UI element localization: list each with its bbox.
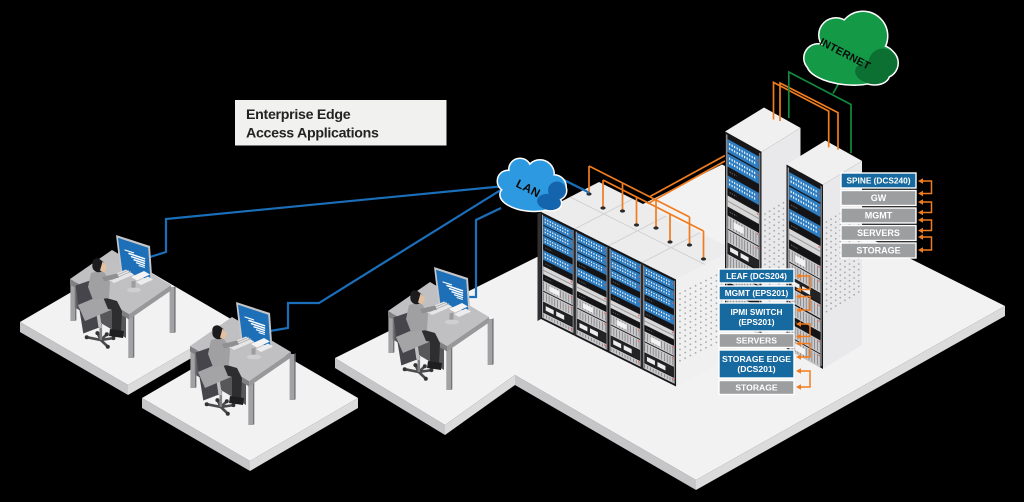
svg-text:MGMT: MGMT — [865, 211, 893, 221]
svg-text:IPMI SWITCH: IPMI SWITCH — [730, 307, 782, 317]
svg-text:STORAGE EDGE: STORAGE EDGE — [722, 354, 791, 364]
svg-text:SERVERS: SERVERS — [736, 336, 777, 346]
svg-text:Access Applications: Access Applications — [246, 126, 379, 142]
svg-text:STORAGE: STORAGE — [735, 383, 778, 393]
svg-text:Enterprise Edge: Enterprise Edge — [246, 107, 351, 123]
svg-text:(DCS201): (DCS201) — [737, 364, 775, 374]
svg-text:(EPS201): (EPS201) — [739, 317, 775, 327]
svg-text:MGMT (EPS201): MGMT (EPS201) — [725, 288, 789, 298]
svg-text:STORAGE: STORAGE — [856, 246, 900, 256]
svg-text:SPINE (DCS240): SPINE (DCS240) — [846, 176, 910, 186]
svg-text:LEAF (DCS204): LEAF (DCS204) — [726, 271, 787, 281]
svg-text:SERVERS: SERVERS — [857, 228, 900, 238]
svg-text:GW: GW — [871, 193, 887, 203]
